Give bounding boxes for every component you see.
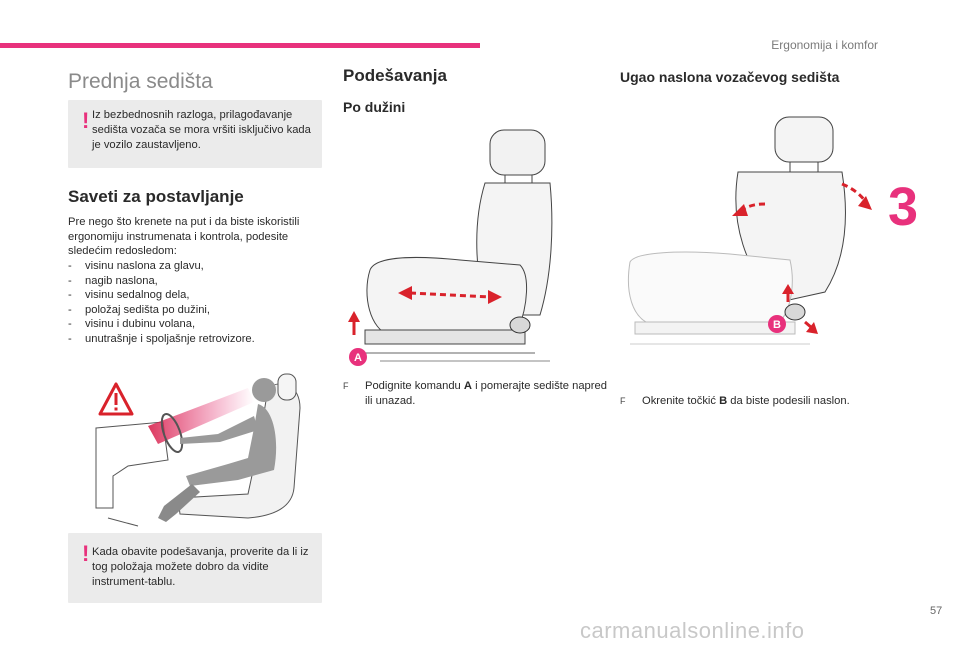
list-item: -visinu i dubinu volana, (68, 318, 196, 331)
seat-length-illustration: A (348, 129, 553, 366)
subsection-heading: Po dužini (343, 99, 406, 115)
section-title: Ergonomija i komfor (771, 38, 878, 52)
watermark: carmanualsonline.info (580, 618, 805, 643)
callout-a: A (354, 352, 362, 364)
section-heading: Podešavanja (343, 66, 447, 85)
callout-b-marker (768, 315, 786, 333)
warning-text-bottom: Kada obavite podešavanja, proverite da l… (92, 546, 309, 588)
advice-title: Saveti za postavljanje (68, 187, 244, 206)
top-accent-bar (0, 43, 480, 48)
step-longitudinal: F Podignite komandu A i pomerajte sedišt… (343, 380, 607, 407)
page-number: 57 (930, 605, 943, 617)
warning-mark: ! (82, 541, 90, 566)
warning-box-bottom: ! Kada obavite podešavanja, proverite da… (68, 533, 322, 603)
list-item: -visinu sedalnog dela, (68, 289, 190, 302)
section-heading: Ugao naslona vozačevog sedišta (620, 69, 840, 85)
warning-text-top: Iz bezbednosnih razloga, prilagođavanje … (92, 109, 311, 151)
warning-triangle-icon (98, 382, 134, 416)
list-item: -unutrašnje i spoljašnje retrovizore. (68, 332, 255, 345)
warning-mark: ! (82, 108, 90, 133)
advice-intro: Pre nego što krenete na put i da biste i… (68, 216, 300, 258)
list-item: -nagib naslona, (68, 274, 158, 287)
advice-list: -visinu naslona za glavu, -nagib naslona… (68, 259, 326, 347)
step-backrest: F Okrenite točkić B da biste podesili na… (620, 395, 850, 407)
page-title: Prednja sedišta (68, 70, 213, 93)
list-item: -položaj sedišta po dužini, (68, 303, 211, 316)
callout-a-marker (349, 348, 367, 366)
chapter-number: 3 (888, 177, 919, 237)
callout-b: B (773, 319, 781, 331)
seat-backrest-illustration: B (627, 116, 872, 345)
warning-box-top: ! Iz bezbednosnih razloga, prilagođavanj… (68, 100, 322, 168)
list-item: -visinu naslona za glavu, (68, 260, 204, 272)
driver-posture-illustration (95, 373, 301, 527)
